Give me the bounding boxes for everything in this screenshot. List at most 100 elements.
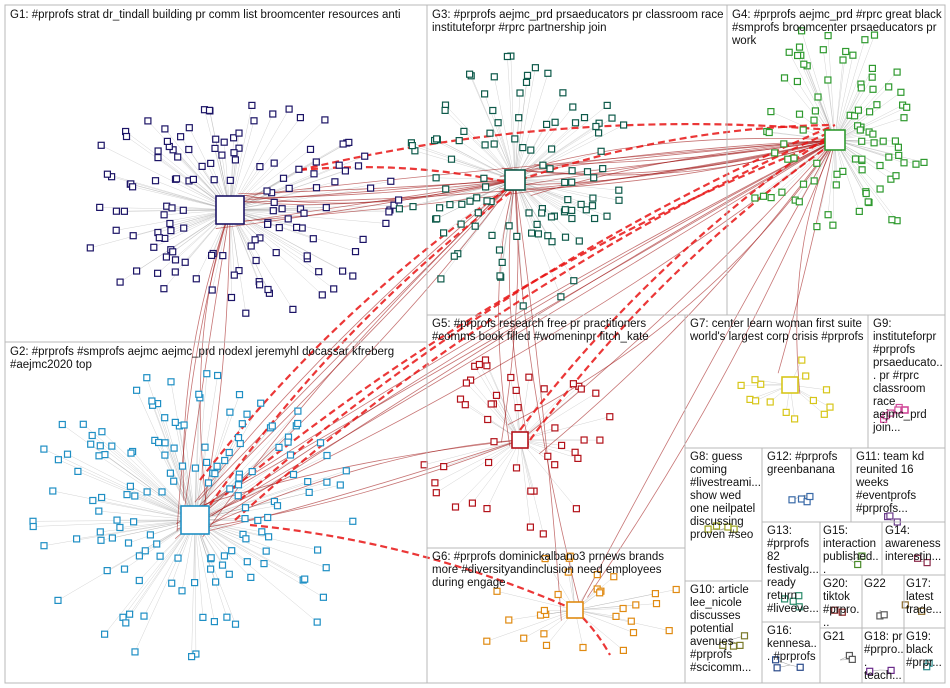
edge [129, 519, 196, 615]
edge [107, 174, 231, 211]
node [322, 204, 330, 212]
edge [514, 179, 587, 210]
node [72, 535, 81, 543]
node [901, 601, 909, 609]
edge [229, 142, 349, 211]
node [331, 178, 339, 186]
node [167, 227, 175, 235]
highlight-edge [234, 128, 836, 521]
node [103, 170, 112, 178]
node [191, 464, 199, 472]
node [284, 438, 292, 446]
node [826, 403, 834, 411]
edge [514, 179, 581, 608]
node [211, 144, 219, 152]
node [494, 119, 502, 127]
node [856, 126, 864, 134]
node [833, 170, 841, 178]
node [210, 176, 218, 184]
node [519, 144, 527, 152]
node [199, 613, 207, 622]
node [227, 293, 236, 302]
node [580, 113, 589, 122]
node [155, 234, 163, 242]
group-label-g21: G21 [823, 631, 845, 643]
edge [474, 366, 521, 441]
node [29, 522, 37, 531]
node [632, 601, 640, 609]
node [195, 390, 203, 398]
node [103, 566, 111, 575]
node [63, 450, 72, 458]
node [205, 106, 214, 115]
node [349, 517, 357, 525]
edge [204, 439, 521, 528]
node [789, 597, 797, 605]
node [235, 474, 243, 482]
node [790, 154, 798, 162]
highlight-edge [519, 134, 831, 431]
node [294, 419, 302, 428]
node [289, 305, 297, 313]
edge [519, 439, 578, 459]
node [254, 516, 262, 525]
node [865, 108, 874, 116]
node [796, 663, 804, 671]
node [112, 207, 121, 215]
node [161, 125, 169, 133]
node [800, 60, 808, 68]
node [547, 145, 556, 153]
node [312, 184, 321, 192]
node [483, 505, 491, 513]
node [260, 559, 268, 568]
node [204, 479, 213, 487]
node [851, 155, 860, 163]
edge [519, 388, 582, 441]
node [170, 477, 178, 485]
node [802, 372, 810, 380]
node [811, 107, 820, 115]
node [855, 207, 863, 215]
node [771, 149, 779, 157]
node [100, 630, 109, 638]
edge [229, 209, 294, 310]
node [531, 64, 540, 72]
edge [499, 139, 836, 190]
node [304, 478, 312, 486]
node [96, 203, 104, 211]
node [262, 547, 270, 555]
edge [570, 556, 576, 611]
node [112, 226, 120, 234]
node [275, 443, 283, 451]
edge [130, 183, 231, 211]
node [269, 207, 277, 215]
node [568, 167, 576, 175]
node [162, 253, 170, 261]
edge [218, 139, 836, 224]
node [854, 560, 862, 569]
node [54, 596, 62, 605]
node [179, 206, 187, 214]
node [858, 137, 866, 145]
node [608, 114, 616, 122]
node [440, 463, 448, 471]
node [571, 448, 579, 456]
node [548, 238, 556, 246]
node [551, 118, 559, 126]
node [314, 546, 322, 554]
group-boxes-layer [4, 4, 946, 684]
edge [519, 416, 610, 441]
node [95, 452, 103, 460]
node [737, 381, 745, 389]
node [615, 196, 623, 204]
edge [211, 139, 836, 517]
node [505, 222, 513, 230]
node [171, 418, 179, 426]
edge [157, 403, 196, 521]
edge [508, 139, 836, 192]
node [166, 219, 174, 228]
edge [436, 138, 516, 181]
edge [499, 138, 836, 178]
node [131, 648, 139, 656]
node [171, 268, 179, 276]
